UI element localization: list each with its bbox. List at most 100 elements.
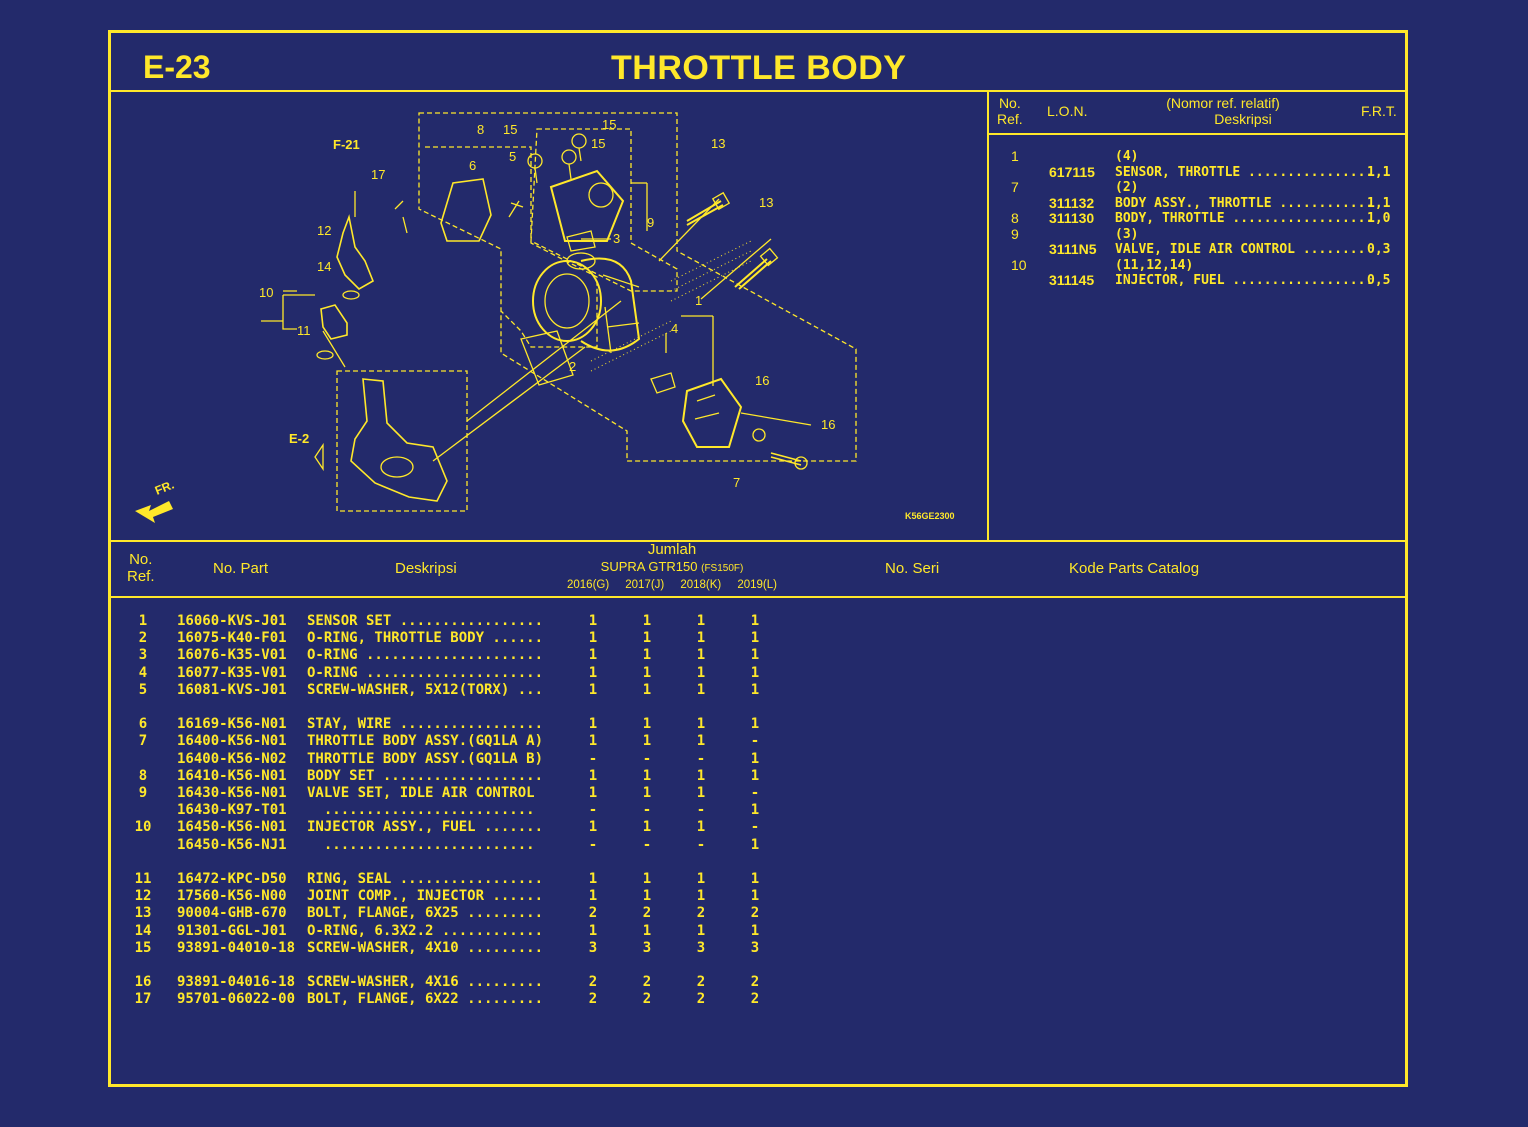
row-qty-1: 2 [642, 991, 652, 1008]
row-description: SCREW-WASHER, 4X10 ......... [307, 939, 544, 956]
row-part-number: 91301-GGL-J01 [177, 922, 287, 939]
callout-1: 1 [695, 293, 702, 308]
callout-6: 6 [469, 158, 476, 173]
row-qty-2: - [696, 750, 706, 767]
parts-col-kode: Kode Parts Catalog [1069, 560, 1200, 577]
row-qty-1: 1 [642, 613, 652, 629]
ref-row-lon: 311145 [1049, 272, 1095, 288]
row-part-number: 16450-K56-N01 [177, 819, 287, 836]
diagram-bottom-divider [111, 540, 1405, 542]
row-qty-0: 1 [588, 888, 598, 905]
row-ref: 10 [134, 819, 152, 836]
callout-16-a: 16 [755, 373, 769, 388]
parts-col-no-ref-1: No. [129, 551, 153, 568]
row-ref: 3 [138, 647, 148, 664]
row-part-number: 16400-K56-N01 [177, 733, 287, 750]
row-qty-3: 1 [750, 888, 760, 905]
row-part-number: 16410-K56-N01 [177, 767, 287, 784]
callout-15-a: 15 [503, 122, 517, 137]
exploded-diagram: 8 15 15 15 13 13 6 5 9 3 17 F-21 12 14 1… [135, 112, 955, 523]
year-2019: 2019(L) [737, 579, 777, 591]
row-qty-3: - [750, 733, 760, 750]
row-qty-0: 1 [588, 613, 598, 629]
ref-col-no-ref-1: No. [998, 95, 1021, 111]
ref-row-frt: 1,1 [1367, 195, 1391, 211]
row-ref: 9 [138, 785, 148, 801]
row-description: SENSOR SET ................. [307, 613, 544, 629]
assembly-outline-9 [530, 128, 678, 292]
ref-row-desc: (11,12,14) [1115, 257, 1194, 273]
row-part-number: 16400-K56-N02 [177, 750, 287, 767]
row-qty-3: 3 [750, 939, 760, 956]
ref-row-lon: 3111N5 [1049, 241, 1097, 257]
year-2018: 2018(K) [680, 579, 722, 591]
row-qty-1: 1 [642, 647, 652, 664]
parts-col-desc: Deskripsi [395, 560, 457, 577]
row-qty-1: 1 [642, 922, 652, 939]
ref-row-ref: 10 [1011, 256, 1027, 273]
row-qty-3: 1 [750, 630, 760, 647]
row-description: THROTTLE BODY ASSY.(GQ1LA B) [307, 750, 544, 767]
row-part-number: 16430-K97-T01 [177, 802, 287, 819]
row-qty-1: 2 [642, 974, 652, 991]
row-qty-2: 1 [696, 613, 706, 629]
callout-8: 8 [477, 122, 484, 137]
row-qty-2: 1 [696, 922, 706, 939]
row-qty-1: 1 [642, 630, 652, 647]
row-ref: 11 [134, 871, 152, 887]
year-2017: 2017(J) [625, 579, 665, 591]
row-qty-2: 1 [696, 647, 706, 664]
row-qty-1: 2 [642, 905, 652, 922]
row-ref: 5 [138, 681, 148, 698]
row-qty-1: 1 [642, 785, 652, 801]
table-row: 16400-K56-N02 THROTTLE BODY ASSY.(GQ1LA B… [111, 751, 811, 768]
row-qty-3: 1 [750, 681, 760, 698]
row-qty-3: 2 [750, 991, 760, 1008]
parts-header-divider [111, 596, 1405, 598]
row-qty-2: 1 [696, 664, 706, 681]
ref-row-desc: BODY, THROTTLE .................. [1115, 211, 1374, 226]
row-qty-0: - [588, 750, 598, 767]
row-qty-0: 1 [588, 647, 598, 664]
row-description: O-RING, THROTTLE BODY ...... [307, 630, 544, 647]
row-description: STAY, WIRE ................. [307, 716, 544, 733]
ref-row-lon: 311130 [1049, 210, 1095, 226]
row-qty-2: 3 [696, 939, 706, 956]
row-qty-3: 1 [750, 836, 760, 853]
row-description: JOINT COMP., INJECTOR ...... [307, 888, 544, 905]
row-qty-3: - [750, 785, 760, 801]
ref-row-frt: 1,1 [1367, 164, 1391, 180]
parts-col-no-ref-2: Ref. [127, 568, 155, 585]
callout-f21: F-21 [333, 137, 360, 152]
diagram-ref-code: K56GE2300 [905, 511, 955, 521]
table-row [111, 699, 811, 716]
assembly-outline-e2 [336, 370, 468, 512]
row-ref: 12 [134, 888, 152, 905]
row-description: O-RING, 6.3X2.2 ............ [307, 922, 544, 939]
row-qty-3: - [750, 819, 760, 836]
row-description: RING, SEAL ................. [307, 871, 544, 887]
row-description: VALVE SET, IDLE AIR CONTROL [307, 785, 535, 801]
row-qty-2: - [696, 802, 706, 819]
row-qty-2: 1 [696, 819, 706, 836]
row-qty-3: 1 [750, 716, 760, 733]
callout-7: 7 [733, 475, 740, 490]
row-qty-0: 3 [588, 939, 598, 956]
row-ref: 4 [138, 664, 148, 681]
row-qty-0: 1 [588, 819, 598, 836]
row-qty-2: - [696, 836, 706, 853]
row-qty-2: 1 [696, 630, 706, 647]
